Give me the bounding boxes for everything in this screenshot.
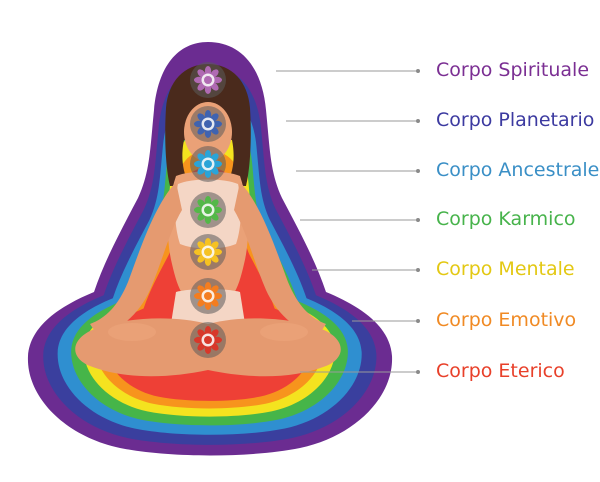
body-label: Corpo Planetario [436,109,595,131]
leader-dot [416,69,420,73]
leader-dot [416,370,420,374]
heart-chakra-icon [190,192,226,228]
body-label: Corpo Spirituale [436,59,590,81]
leader-dot [416,268,420,272]
leader-dot [416,169,420,173]
sacral-chakra-icon [190,278,226,314]
root-chakra-icon [190,322,226,358]
chakra-column [190,62,226,358]
leader-dot [416,319,420,323]
leader-lines [276,70,416,373]
crown-chakra-icon [190,62,226,98]
body-label: Corpo Karmico [436,208,576,230]
leader-dot [416,119,420,123]
body-label: Corpo Mentale [436,258,575,280]
leader-dot [416,218,420,222]
body-label: Corpo Ancestrale [436,159,600,181]
third-eye-chakra-icon [190,106,226,142]
solar-plexus-chakra-icon [190,234,226,270]
body-label: Corpo Emotivo [436,309,577,331]
throat-chakra-icon [190,146,226,182]
body-label: Corpo Eterico [436,360,565,382]
